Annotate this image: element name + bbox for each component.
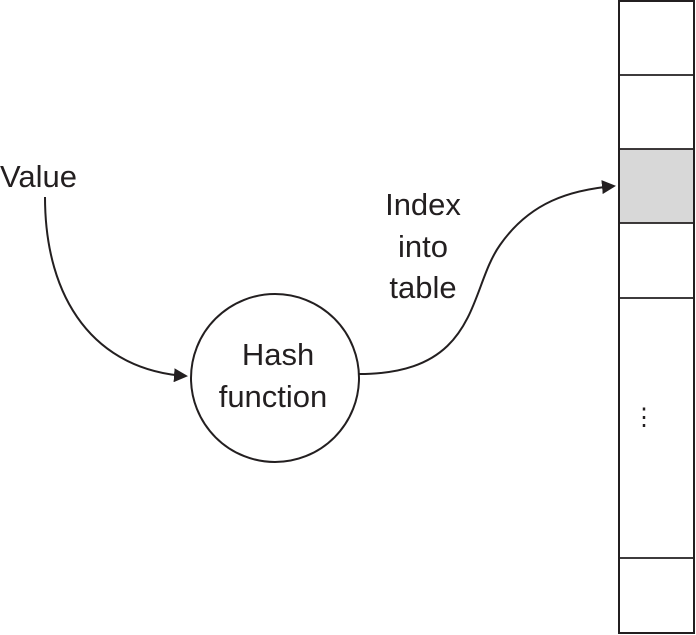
index-label-line1: Index — [385, 187, 461, 222]
hash-table: ⋮ — [618, 0, 695, 634]
hash-table-highlighted-slot — [619, 149, 694, 223]
hash-function-node — [190, 293, 360, 463]
index-label-line3: table — [389, 270, 456, 305]
hash-to-table-arrow — [358, 180, 616, 375]
index-label-line2: into — [398, 229, 448, 264]
hash-function-label-line2: function — [219, 379, 328, 414]
hash-table-ellipsis: ⋮ — [632, 404, 656, 431]
hash-function-label-line1: Hash — [242, 337, 314, 372]
hash-table-outline — [618, 0, 695, 634]
value-label: Value — [0, 159, 77, 194]
value-to-hash-arrow — [44, 196, 188, 383]
